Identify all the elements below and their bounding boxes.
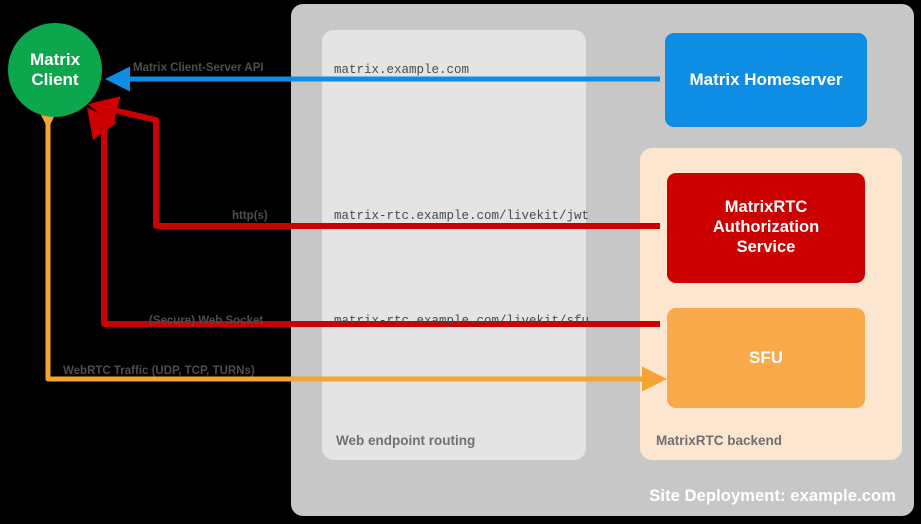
web-endpoint-routing-container: Web endpoint routing	[322, 30, 586, 460]
auth-service-label-line2: Authorization	[712, 218, 820, 237]
matrix-client-label-line2: Client	[31, 70, 79, 89]
matrix-client-label-line1: Matrix	[29, 49, 81, 69]
auth-service-label-line3: Service	[736, 237, 796, 256]
protocol-label-websocket: (Secure) Web Socket	[149, 315, 264, 327]
endpoint-url-homeserver: matrix.example.com	[334, 63, 470, 77]
matrix-homeserver-label: Matrix Homeserver	[689, 69, 843, 89]
site-deployment-label: Site Deployment: example.com	[649, 487, 896, 505]
endpoint-url-sfu: matrix-rtc.example.com/livekit/sfu	[334, 314, 590, 328]
sfu-label: SFU	[749, 347, 783, 367]
matrixrtc-backend-label: MatrixRTC backend	[656, 433, 783, 448]
protocol-label-client-server-api: Matrix Client-Server API	[133, 62, 264, 74]
node-matrixrtc-authorization-service[interactable]: MatrixRTC Authorization Service	[667, 173, 865, 283]
node-matrix-homeserver[interactable]: Matrix Homeserver	[665, 33, 867, 127]
web-endpoint-routing-label: Web endpoint routing	[336, 433, 476, 448]
endpoint-url-jwt: matrix-rtc.example.com/livekit/jwt	[334, 209, 590, 223]
protocol-label-webrtc: WebRTC Traffic (UDP, TCP, TURNs)	[63, 365, 255, 377]
protocol-label-https: http(s)	[232, 210, 268, 222]
auth-service-label-line1: MatrixRTC	[724, 198, 808, 217]
node-matrix-client[interactable]: Matrix Client	[8, 23, 102, 117]
node-sfu[interactable]: SFU	[667, 308, 865, 408]
